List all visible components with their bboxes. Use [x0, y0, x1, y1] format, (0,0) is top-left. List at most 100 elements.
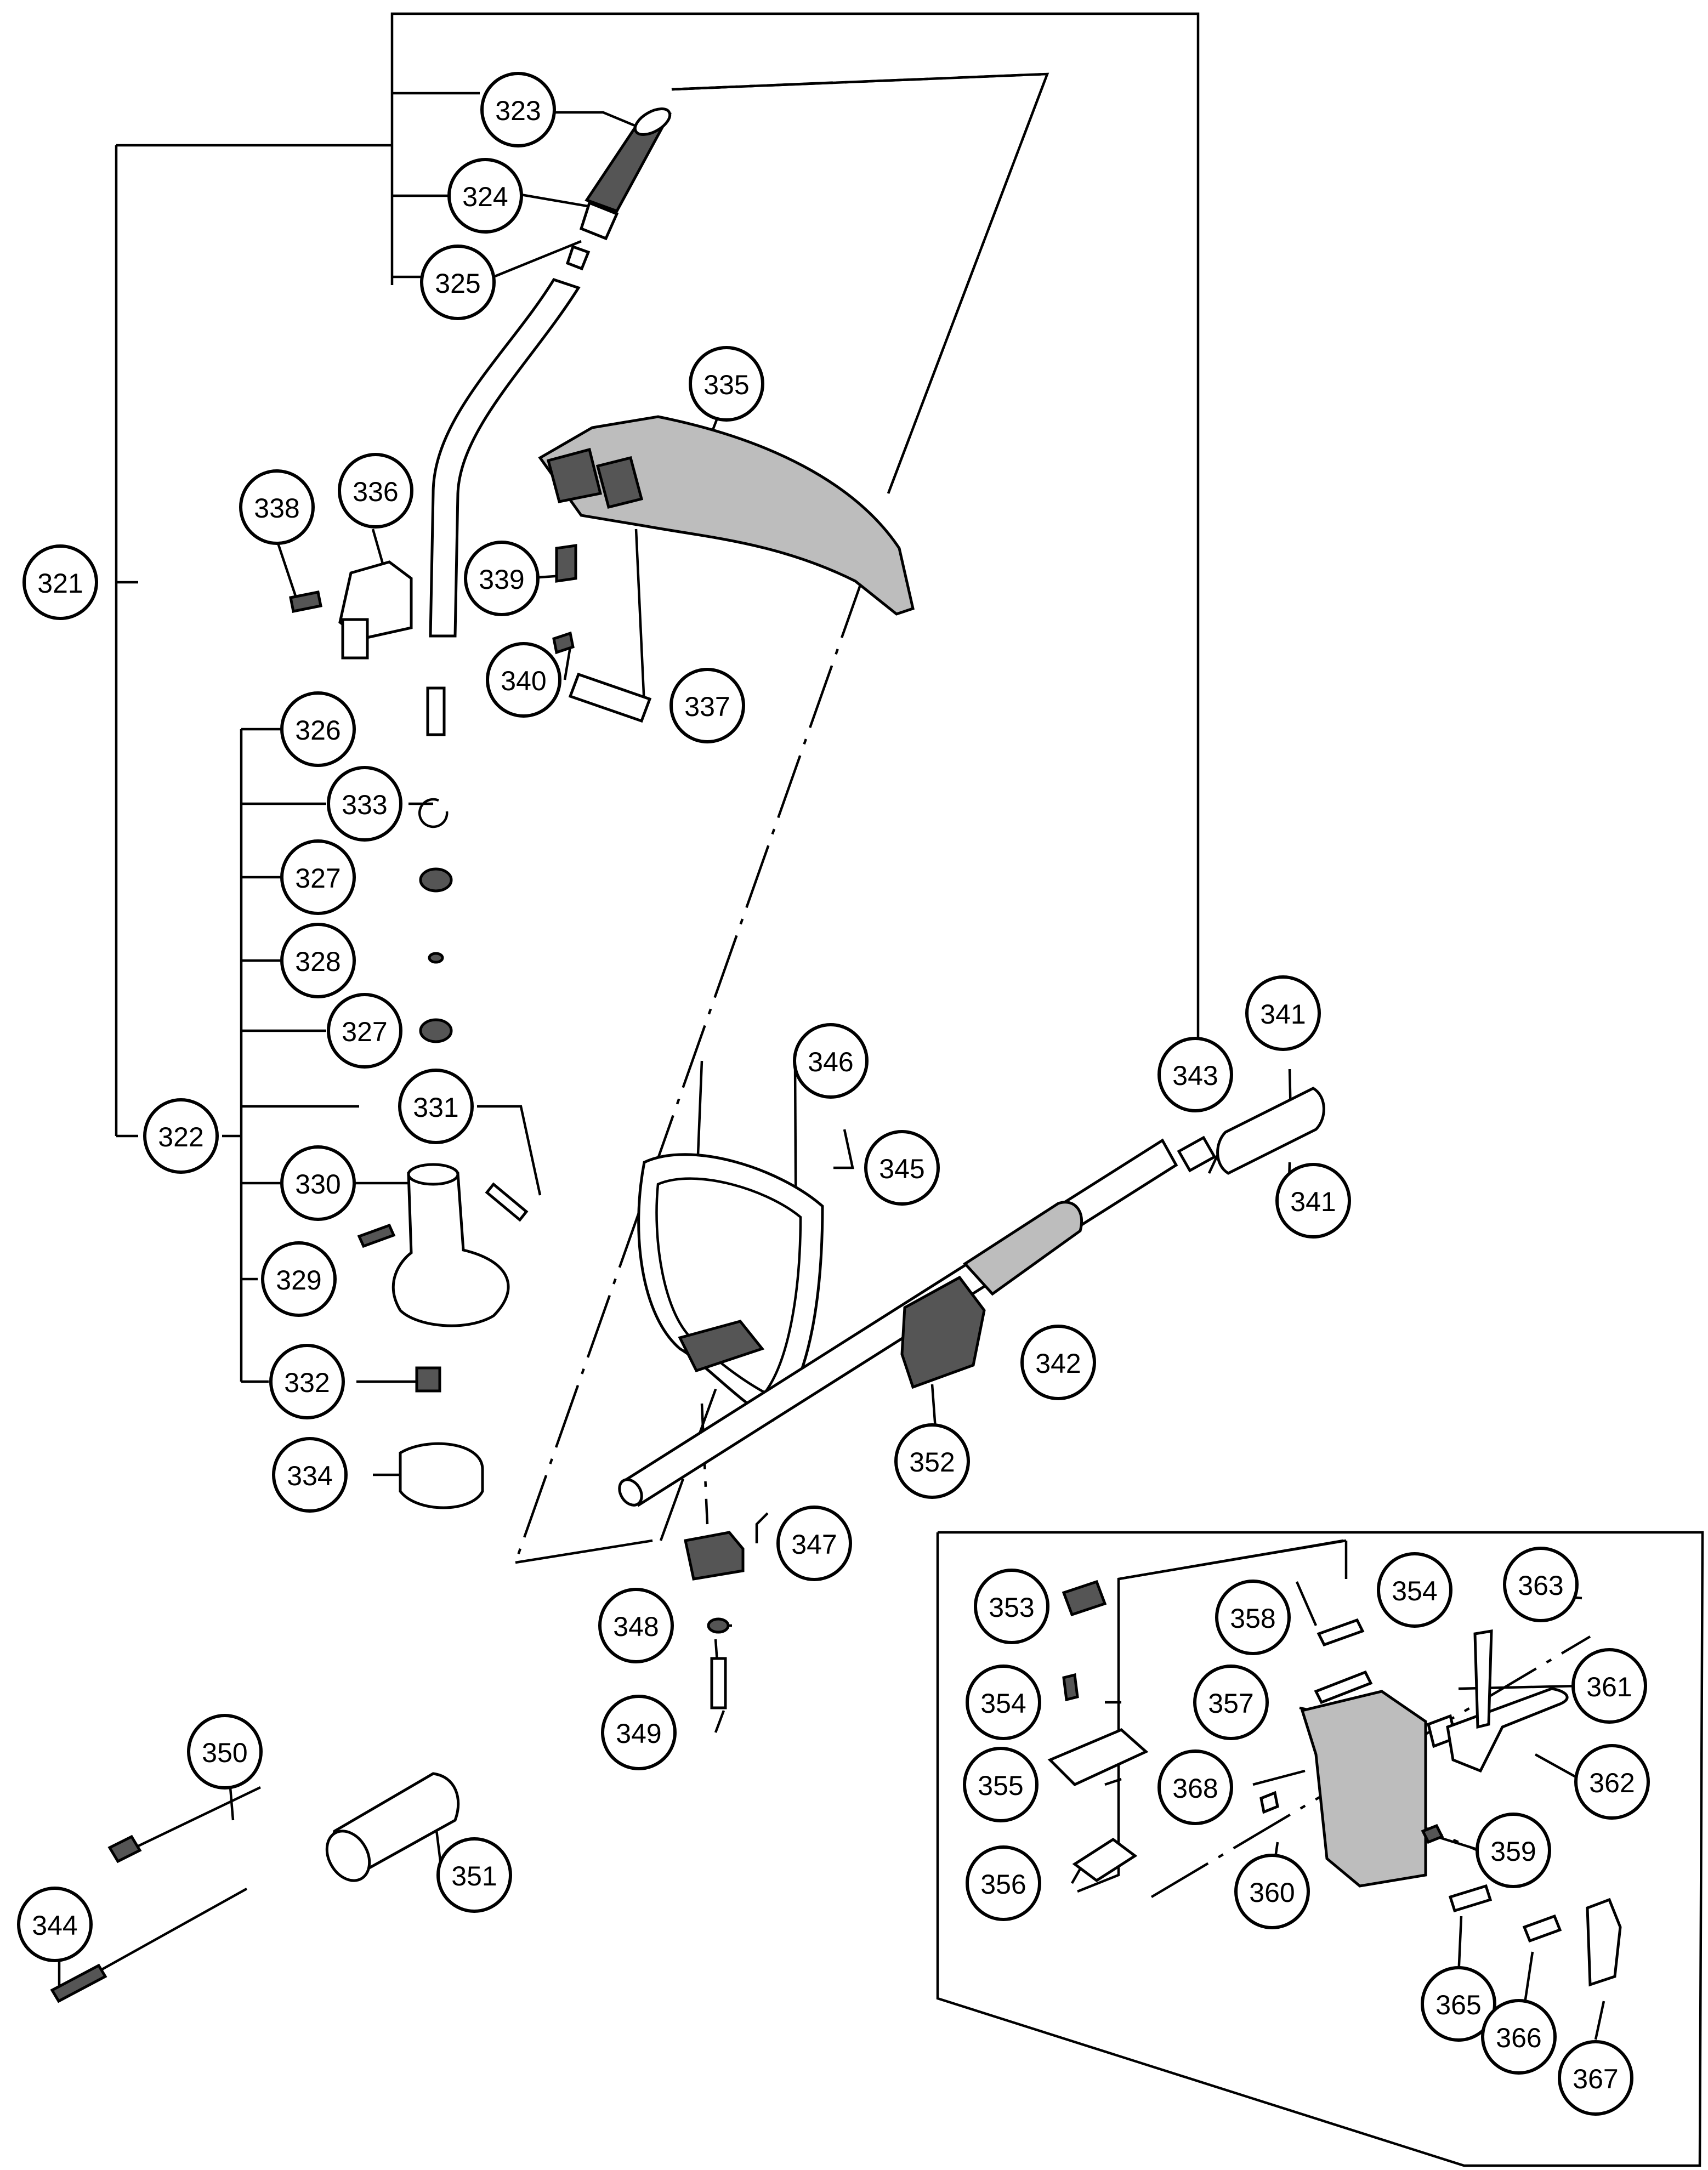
callout-c327a: 327 [280, 839, 356, 915]
callout-c336: 336 [338, 453, 413, 529]
callout-circle [974, 1569, 1049, 1644]
callout-number: 340 [501, 666, 546, 696]
callout-number: 367 [1573, 2064, 1618, 2094]
callout-circle [272, 1437, 348, 1513]
part-353-block [1062, 1580, 1107, 1617]
part-handle-clamp [678, 1320, 765, 1373]
callout-circle [963, 1747, 1039, 1822]
callout-circle [1245, 975, 1321, 1051]
callout-number: 327 [295, 863, 341, 894]
part-355-plate [1047, 1728, 1149, 1787]
callout-circle [1421, 1966, 1496, 2042]
callout-circle [1157, 1749, 1233, 1825]
callout-number: 351 [451, 1861, 497, 1891]
callout-circle [598, 1588, 674, 1663]
callout-circle [1275, 1163, 1351, 1239]
callout-number: 326 [295, 715, 341, 746]
callout-circle [187, 1714, 263, 1790]
callout-c351: 351 [436, 1837, 512, 1913]
callout-c322: 322 [143, 1098, 219, 1174]
part-354-screw [1062, 1673, 1079, 1702]
part-358-spring [1317, 1618, 1365, 1647]
part-337-plate [568, 672, 652, 723]
callout-c338: 338 [239, 469, 315, 545]
callout-number: 337 [684, 691, 730, 722]
part-333-ring [418, 798, 449, 828]
callout-c352: 352 [894, 1423, 970, 1499]
callout-c333: 333 [327, 766, 402, 842]
callout-circle [1215, 1580, 1291, 1655]
callout-c334: 334 [272, 1437, 348, 1513]
callout-circle [966, 1845, 1041, 1921]
callout-number: 323 [495, 95, 541, 126]
callout-number: 356 [980, 1869, 1026, 1900]
callout-number: 357 [1208, 1688, 1253, 1719]
part-326-pin [426, 686, 446, 736]
callout-circle [1503, 1547, 1579, 1622]
callout-c360: 360 [1234, 1854, 1310, 1929]
callout-c325: 325 [420, 245, 496, 320]
callout-number: 348 [613, 1611, 659, 1642]
callout-c347: 347 [776, 1506, 852, 1581]
callout-number: 365 [1435, 1990, 1481, 2020]
callout-circle [280, 1145, 356, 1221]
callout-number: 327 [342, 1016, 387, 1047]
part-switch-housing [1300, 1690, 1427, 1888]
callout-c355: 355 [963, 1747, 1039, 1822]
callout-circle [1481, 1999, 1557, 2075]
part-341-shell [1216, 1087, 1325, 1175]
callout-number: 338 [254, 493, 299, 524]
callout-c341b: 341 [1275, 1163, 1351, 1239]
callout-c367: 367 [1558, 2040, 1633, 2116]
part-367-cover [1586, 1898, 1622, 1987]
callout-number: 336 [353, 476, 398, 507]
part-335-guard [538, 415, 915, 616]
callout-c343: 343 [1157, 1037, 1233, 1112]
callout-circle [143, 1098, 219, 1174]
callout-number: 335 [703, 370, 749, 400]
callout-c361: 361 [1571, 1648, 1647, 1724]
part-334-cup [399, 1442, 484, 1509]
part-illustrations [50, 107, 1622, 2003]
part-349-bolt [710, 1657, 727, 1709]
callout-number: 342 [1035, 1348, 1081, 1379]
part-329-screw [357, 1223, 396, 1248]
part-363-screw [1473, 1629, 1493, 1729]
callout-circle [669, 668, 745, 743]
part-327a-bearing [419, 867, 453, 893]
part-350-cable [123, 1786, 261, 1855]
callout-number: 334 [287, 1461, 332, 1491]
callout-c353: 353 [974, 1569, 1049, 1644]
part-upper-shaft [429, 278, 581, 638]
part-339-clip [555, 544, 577, 583]
part-359-nut [1421, 1824, 1444, 1844]
callout-circle [420, 245, 496, 320]
callout-c365: 365 [1421, 1966, 1496, 2042]
callout-number: 362 [1589, 1768, 1635, 1798]
callout-circle [486, 642, 561, 718]
callout-number: 346 [808, 1047, 853, 1077]
callout-c337: 337 [669, 668, 745, 743]
callout-circle [1234, 1854, 1310, 1929]
callout-c356: 356 [966, 1845, 1041, 1921]
callout-circle [1157, 1037, 1233, 1112]
callout-number: 355 [978, 1770, 1023, 1801]
callout-circle [447, 158, 523, 234]
callout-number: 354 [1392, 1576, 1437, 1606]
callout-circle [1020, 1325, 1096, 1400]
callout-number: 339 [479, 564, 524, 595]
callout-number: 343 [1172, 1060, 1218, 1091]
part-348-washer [707, 1617, 730, 1634]
callout-c345: 345 [864, 1130, 940, 1206]
part-357-spring [1314, 1670, 1373, 1705]
callout-number: 331 [413, 1092, 458, 1123]
callout-c335: 335 [689, 346, 764, 422]
part-328-ball [428, 952, 444, 964]
part-343-cap [1177, 1135, 1217, 1173]
callout-c354a: 354 [966, 1665, 1041, 1740]
callout-number: 359 [1490, 1836, 1536, 1867]
callout-c354b: 354 [1377, 1552, 1452, 1628]
callout-circle [966, 1665, 1041, 1740]
part-365-pin [1448, 1884, 1493, 1913]
callout-number: 321 [37, 568, 83, 599]
